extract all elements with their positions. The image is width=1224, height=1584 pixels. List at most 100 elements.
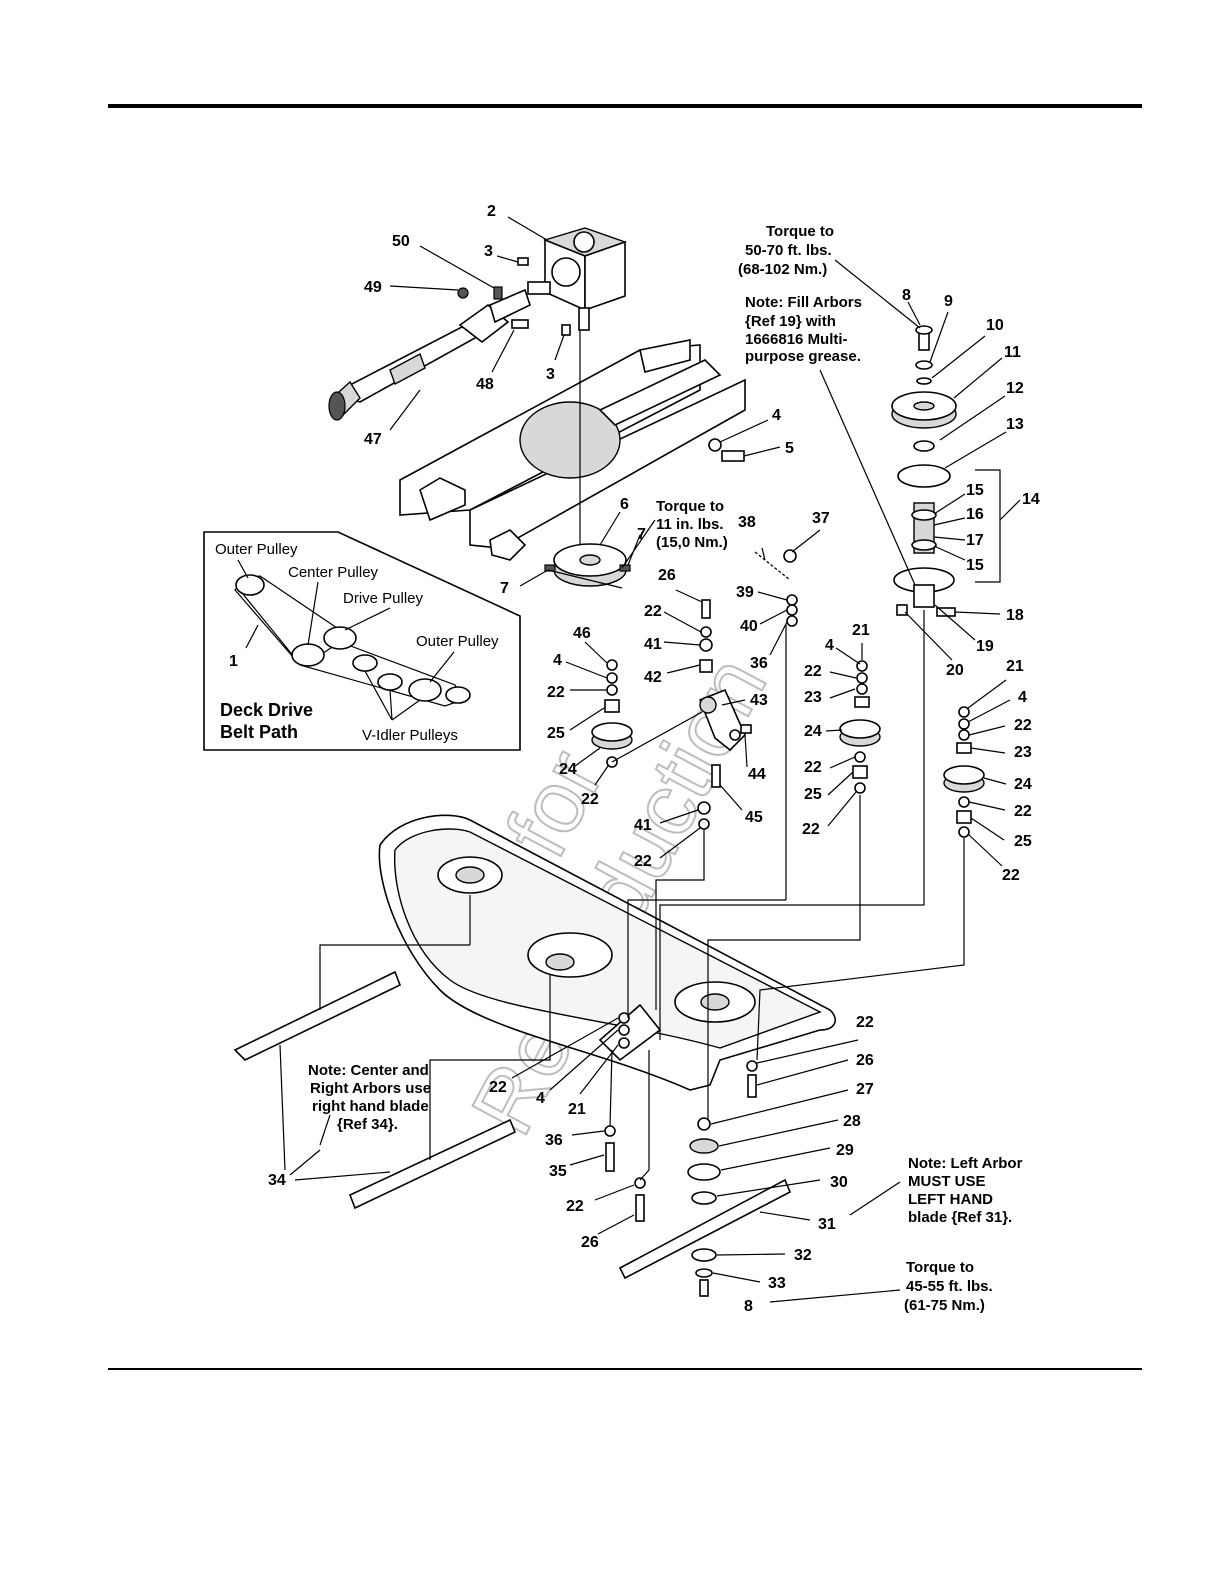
mounting-frame [399,339,746,561]
arbor-assembly [891,325,1001,608]
washer-22f [854,751,866,763]
svg-text:Note: Left Arbor: Note: Left Arbor [908,1155,1023,1172]
callout-labels: 2 50 3 49 48 3 47 4 5 6 7 7 38 37 26 39 … [268,203,1040,1315]
callout-31: 31 [818,1216,836,1233]
bolt-26a [701,599,711,619]
left-hand-blade-31 [618,1178,792,1280]
drive-pulley [553,543,627,587]
callout-7: 7 [637,526,646,543]
callout-26: 26 [856,1052,874,1069]
washer-22d [698,818,710,830]
callout-22: 22 [804,663,822,680]
fitting-44 [740,724,752,734]
nut-46 [606,659,618,671]
svg-text:Right Arbors use: Right Arbors use [310,1080,431,1097]
inset-center-pulley: Center Pulley [288,564,379,581]
adapter-29 [687,1163,721,1181]
washer-22g [854,782,866,794]
spacer-25a [604,699,620,713]
callout-22: 22 [634,853,652,870]
washer-22e [856,683,868,695]
callout-25: 25 [804,786,822,803]
callout-37: 37 [812,510,830,527]
washer-4d [958,718,970,730]
washer-22i [958,796,970,808]
callout-49: 49 [364,279,382,296]
callout-21: 21 [1006,658,1024,675]
svg-text:LEFT HAND: LEFT HAND [908,1191,993,1208]
note-torque-bottom: Torque to 45-55 ft. lbs. (61-75 Nm.) [904,1259,993,1314]
washer-22l [618,1012,630,1024]
bolt-8b [699,1279,709,1297]
callout-40: 40 [740,618,758,635]
note-left-arbor: Note: Left Arbor MUST USE LEFT HAND blad… [908,1155,1023,1226]
grease-fitting-20 [896,604,908,616]
hub-28 [689,1138,719,1154]
callout-6: 6 [620,496,629,513]
callout-28: 28 [843,1113,861,1130]
v-idler-pulley-24c [943,765,985,793]
callout-22: 22 [1014,717,1032,734]
nut-4a [708,438,722,452]
callout-32: 32 [794,1247,812,1264]
bolt-45 [711,764,721,788]
callout-15: 15 [966,482,984,499]
callout-21: 21 [568,1101,586,1118]
washer-22a [700,626,712,638]
svg-text:1666816 Multi-: 1666816 Multi- [745,331,848,348]
belt-path-inset: Outer Pulley Center Pulley Drive Pulley … [203,531,521,751]
svg-text:{Ref 34}.: {Ref 34}. [337,1116,398,1133]
gearbox [527,227,628,331]
svg-text:{Ref 19} with: {Ref 19} with [745,313,836,330]
callout-34: 34 [268,1172,286,1189]
callout-7: 7 [500,580,509,597]
mower-deck [378,814,836,1091]
callout-2: 2 [487,203,496,220]
inset-v-idler: V-Idler Pulleys [362,727,458,744]
callout-26: 26 [658,567,676,584]
washer-22b [606,684,618,696]
svg-text:Note: Center and: Note: Center and [308,1062,429,1079]
callout-19: 19 [976,638,994,655]
callout-22: 22 [644,603,662,620]
bolt-5 [721,450,745,462]
note-center-right-arbors: Note: Center and Right Arbors use right … [308,1062,431,1133]
callout-4: 4 [553,652,562,669]
blade-34a [233,970,402,1061]
spacer-23b [956,742,972,754]
pto-shaft [328,288,531,421]
svg-text:(61-75 Nm.): (61-75 Nm.) [904,1297,985,1314]
callout-13: 13 [1006,416,1024,433]
callout-8: 8 [744,1298,753,1315]
callout-30: 30 [830,1174,848,1191]
callout-4: 4 [772,407,781,424]
inset-outer-pulley-right: Outer Pulley [416,633,499,650]
bottom-rule [108,1368,1142,1370]
callout-24: 24 [804,723,822,740]
callout-22: 22 [547,684,565,701]
inset-title-line-2: Belt Path [220,722,298,742]
callout-10: 10 [986,317,1004,334]
callout-22: 22 [1014,803,1032,820]
callout-47: 47 [364,431,382,448]
spacer-25b [852,765,868,779]
leader-lines [279,216,1021,1303]
callout-26: 26 [581,1234,599,1251]
callout-4: 4 [825,637,834,654]
bushing-41b [697,801,711,815]
bushing-41a [699,638,713,652]
note-fill-arbors: Note: Fill Arbors {Ref 19} with 1666816 … [745,294,862,365]
callout-43: 43 [750,692,768,709]
callout-36: 36 [545,1132,563,1149]
spacer-30 [691,1191,717,1205]
washer-36a [786,615,798,627]
idler-arm [698,688,746,752]
callout-23: 23 [804,689,822,706]
callout-20: 20 [946,662,964,679]
svg-text:Torque to: Torque to [766,223,834,240]
callout-36: 36 [750,655,768,672]
screw-3a [517,257,529,266]
blade-34b [348,1118,517,1210]
callout-22: 22 [802,821,820,838]
spacer-42 [699,659,713,673]
